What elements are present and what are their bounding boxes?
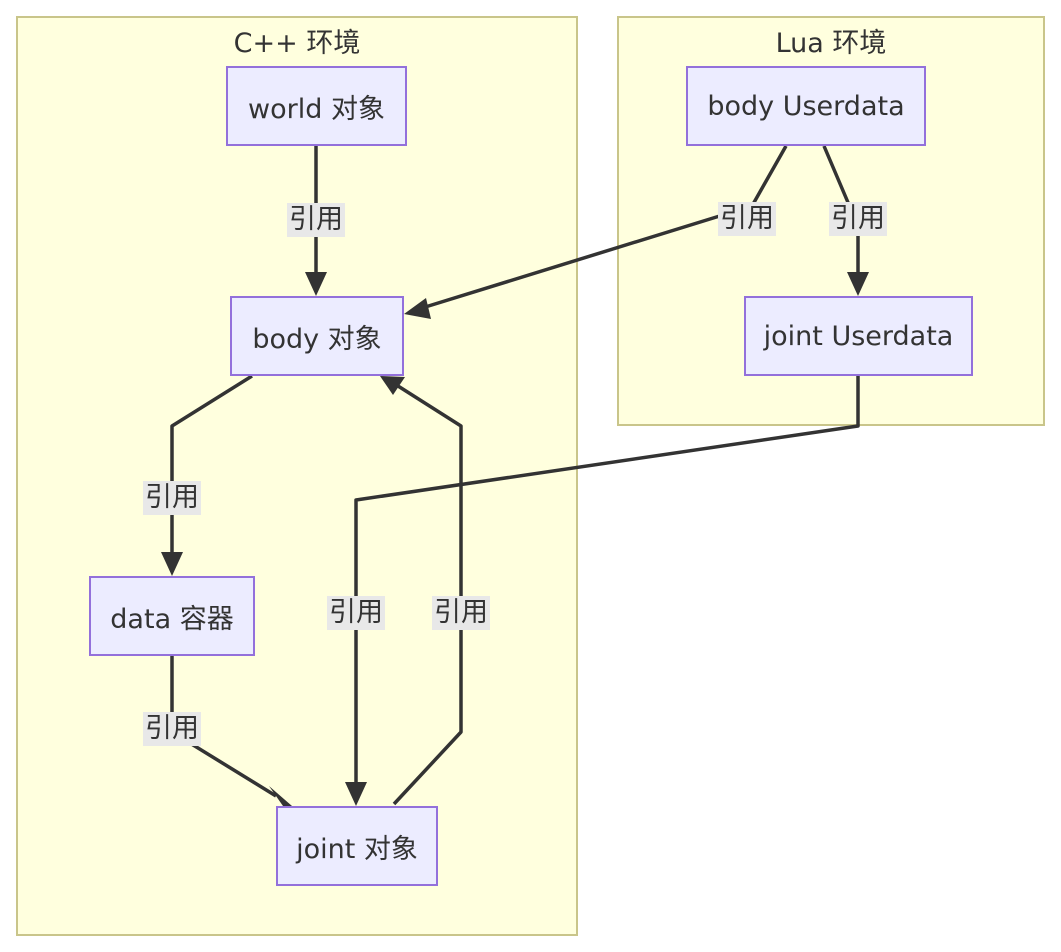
arrowhead-jointud-to-joint xyxy=(345,782,367,806)
edge-label-bodyud-jointud: 引用 xyxy=(829,202,887,236)
cluster-cpp-environment: C++ 环境 xyxy=(16,16,578,936)
arrowhead-body-to-data xyxy=(161,552,183,576)
edge-label-jointud-joint: 引用 xyxy=(327,596,385,630)
edge-label-bodyud-body: 引用 xyxy=(718,202,776,236)
edge-joint-to-body xyxy=(392,384,463,806)
node-body-userdata[interactable]: body Userdata xyxy=(686,66,926,146)
edge-jointud-to-joint xyxy=(354,376,860,784)
edge-label-data-joint: 引用 xyxy=(143,712,201,746)
arrowhead-data-to-joint xyxy=(269,786,292,806)
arrowhead-bodyud-to-body xyxy=(404,298,431,319)
node-joint-userdata[interactable]: joint Userdata xyxy=(744,296,973,376)
cluster-cpp-title: C++ 环境 xyxy=(233,28,361,59)
arrowhead-joint-to-body xyxy=(380,376,405,395)
arrowhead-world-to-body xyxy=(305,272,327,296)
node-data-container[interactable]: data 容器 xyxy=(89,576,255,656)
cluster-lua-title: Lua 环境 xyxy=(775,28,887,59)
arrowhead-bodyud-to-jointud xyxy=(847,272,869,296)
node-body-object[interactable]: body 对象 xyxy=(230,296,404,376)
node-joint-object[interactable]: joint 对象 xyxy=(276,806,438,886)
edge-label-body-data: 引用 xyxy=(143,481,201,515)
edge-body-to-data xyxy=(170,374,253,556)
edge-label-joint-body: 引用 xyxy=(432,596,490,630)
edge-label-world-body: 引用 xyxy=(287,203,345,237)
node-world-object[interactable]: world 对象 xyxy=(226,66,407,146)
